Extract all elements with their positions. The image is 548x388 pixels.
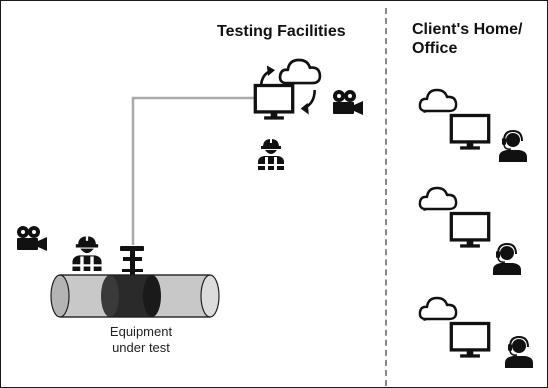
monitor-icon (449, 211, 491, 250)
client-group-3 (418, 296, 534, 368)
cloud-icon (418, 296, 458, 321)
cloud-icon (418, 186, 458, 211)
client-title: Client's Home/ Office (412, 21, 523, 57)
worker-icon (258, 137, 284, 170)
equipment-caption: Equipment under test (109, 324, 173, 355)
cloud-icon (278, 58, 322, 85)
cloud-icon (418, 88, 458, 113)
monitor-icon (449, 321, 491, 360)
client-group-2 (418, 186, 522, 275)
testing-cloud-monitor-group (253, 58, 322, 122)
camera-icon (17, 226, 47, 251)
headset-agent-icon (492, 243, 522, 275)
connection-line (131, 96, 255, 245)
headset-agent-icon (504, 336, 534, 368)
worker-icon (72, 234, 102, 271)
headset-agent-icon (498, 130, 528, 162)
camera-icon (333, 90, 363, 115)
section-divider (385, 8, 387, 386)
client-group-1 (418, 88, 528, 162)
pipe-icon (50, 274, 220, 318)
monitor-icon (253, 83, 295, 122)
testing-facilities-title: Testing Facilities (217, 23, 346, 40)
pressure-gauge-icon (120, 246, 144, 275)
monitor-icon (449, 113, 491, 152)
